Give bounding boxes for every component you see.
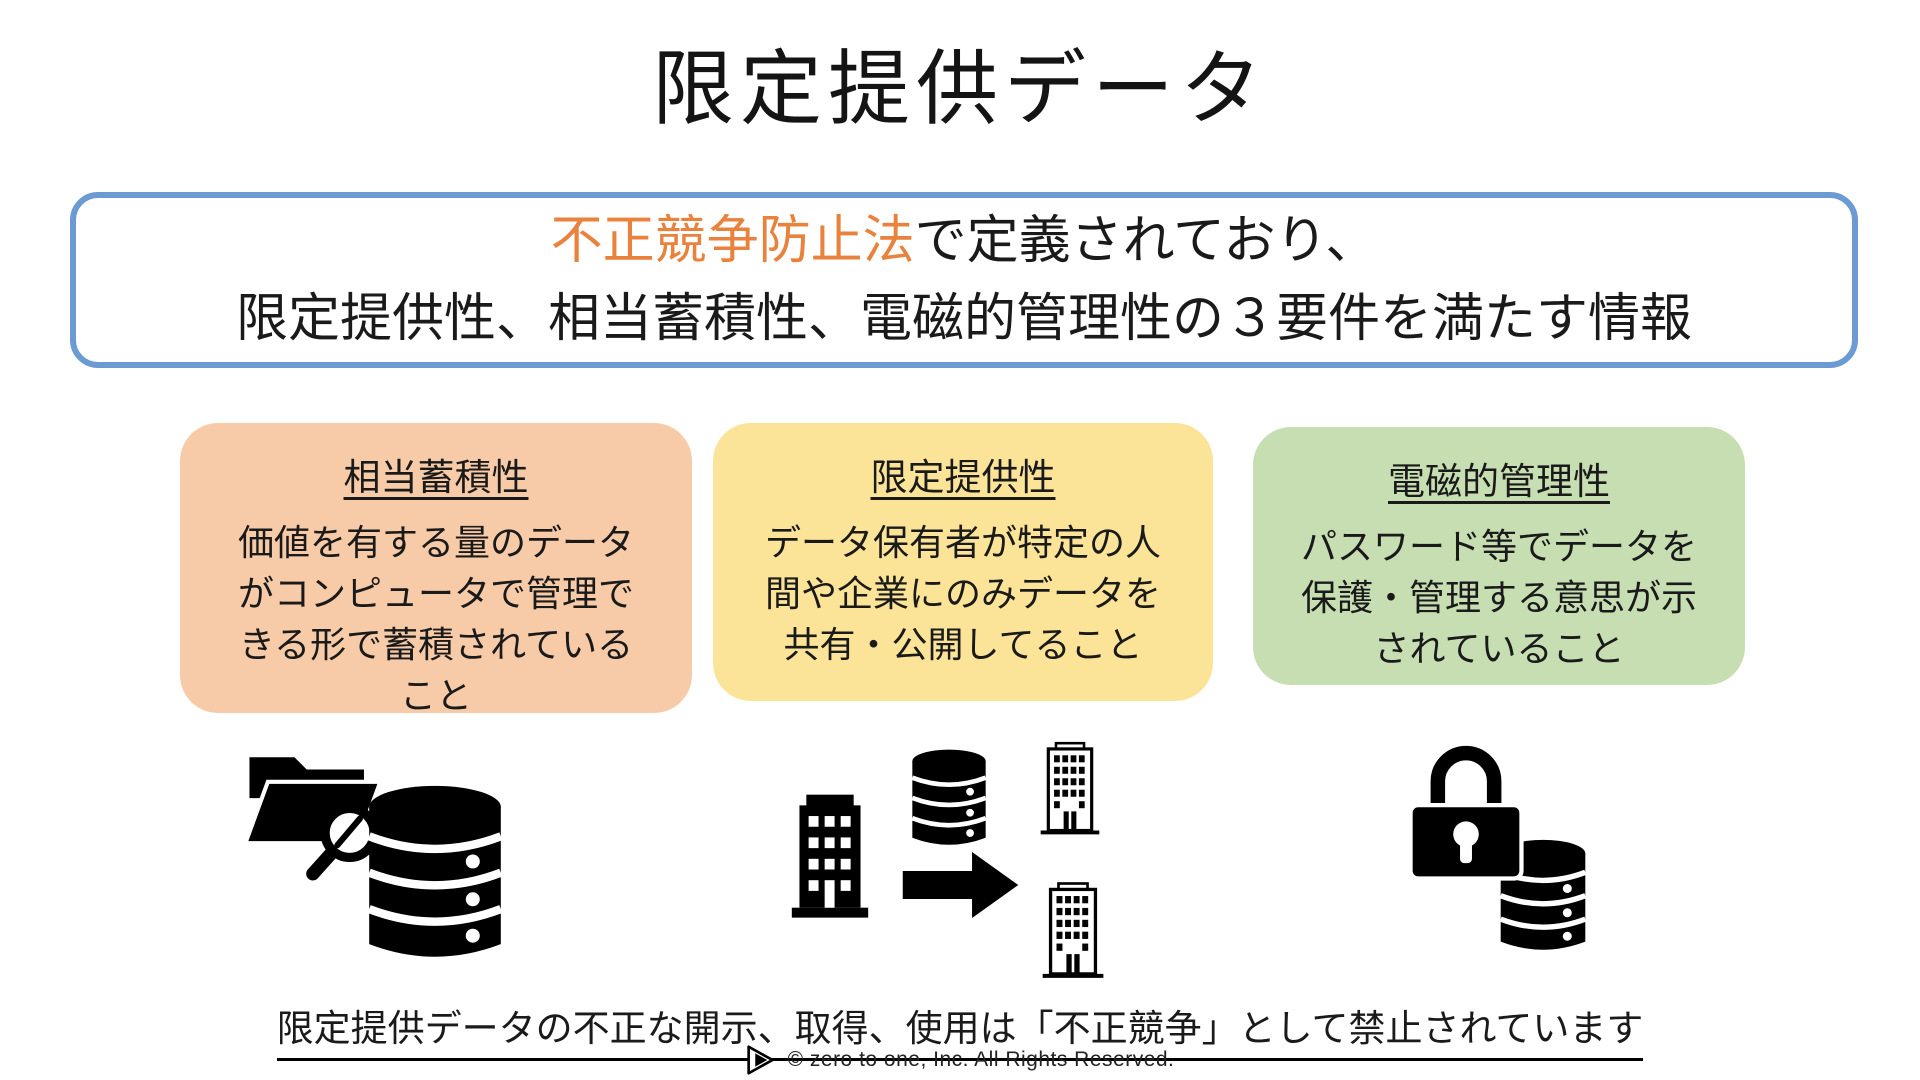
definition-box: 不正競争防止法で定義されており、 限定提供性、相当蓄積性、電磁的管理性の３要件を… [70,192,1858,368]
card-provision-body: データ保有者が特定の人間や企業にのみデータを共有・公開してること [764,522,1161,666]
card-accumulation: 相当蓄積性 価値を有する量のデータがコンピュータで管理できる形で蓄積されているこ… [180,423,692,716]
arrow-right-icon [893,852,1028,918]
card-accumulation-title: 相当蓄積性 [343,457,529,498]
warning-text: 限定提供データの不正な開示、取得、使用は「不正競争」として禁止されています [276,998,1644,1061]
page-title: 限定提供データ [651,44,1268,135]
definition-line-2: 限定提供性、相当蓄積性、電磁的管理性の３要件を満たす情報 [235,290,1692,348]
database-icon [910,748,988,851]
definition-highlight: 不正競争防止法 [550,212,915,270]
office-building-icon [1040,880,1106,986]
warning-row: 限定提供データの不正な開示、取得、使用は「不正競争」として禁止されています [0,998,1920,1061]
card-management-body: パスワード等でデータを保護・管理する意思が示されていること [1300,526,1697,670]
padlock-icon [1402,730,1530,888]
card-provision-title: 限定提供性 [870,457,1056,498]
office-building-icon [1038,740,1102,842]
definition-line-1-rest: で定義されており、 [914,212,1378,270]
definition-line-1: 不正競争防止法で定義されており、 [551,202,1378,280]
play-logo-icon [746,1044,776,1076]
card-management-title: 電磁的管理性 [1388,461,1610,502]
database-icon [365,778,505,973]
card-provision: 限定提供性 データ保有者が特定の人間や企業にのみデータを共有・公開してること [713,423,1213,701]
card-management: 電磁的管理性 パスワード等でデータを保護・管理する意思が示されていること [1253,427,1745,685]
footer: © zero to one, Inc. All Rights Reserved. [0,1042,1920,1078]
copyright-text: © zero to one, Inc. All Rights Reserved. [787,1048,1175,1071]
company-building-icon [788,790,872,920]
card-accumulation-body: 価値を有する量のデータがコンピュータで管理できる形で蓄積されていること [237,522,634,717]
